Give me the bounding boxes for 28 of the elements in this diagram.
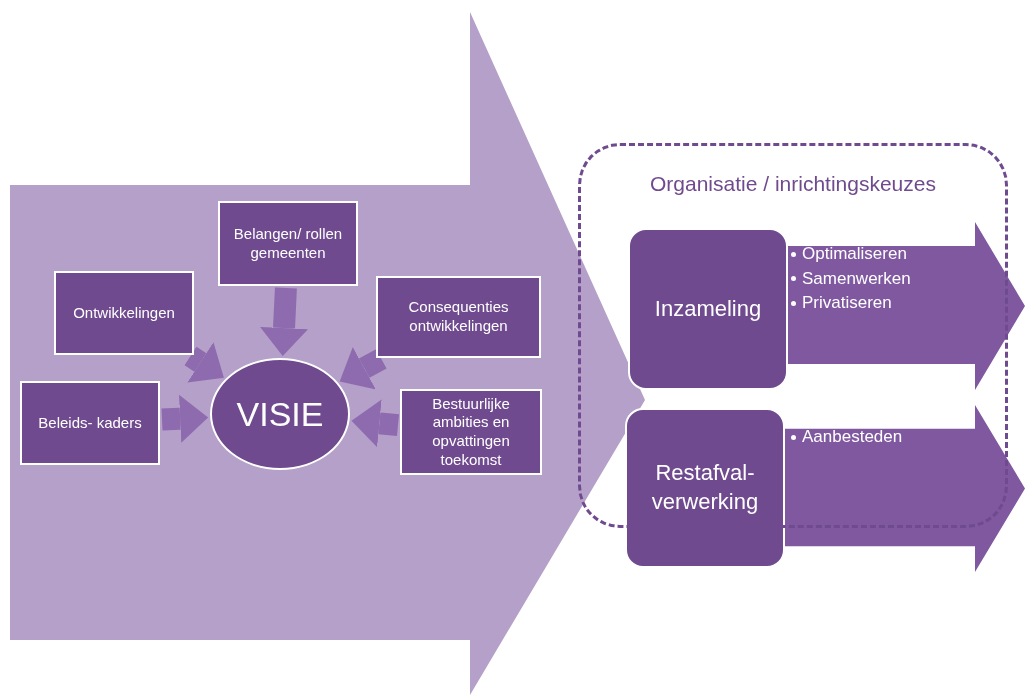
list-item: Samenwerken: [802, 267, 911, 290]
rounded-box: [628, 228, 788, 390]
list-item: Privatiseren: [802, 292, 892, 315]
arrow-shaped-panel: [785, 405, 1025, 572]
process-box: [20, 381, 160, 465]
arrow-shaped-panel: [785, 222, 1025, 390]
box-label: Bestuurlijke ambities en opvattingen toekomst: [431, 394, 511, 470]
process-box: [400, 389, 542, 475]
box-label: Restafval- verwerking: [650, 459, 760, 516]
block-arrow-connector: [351, 399, 400, 448]
block-arrow-connector: [184, 342, 224, 383]
list-item: Optimaliseren: [802, 243, 907, 265]
box-label: Ontwikkelingen: [73, 303, 175, 323]
process-box: [54, 271, 194, 355]
process-box: [376, 276, 541, 358]
block-arrow-connector: [161, 394, 209, 443]
block-arrow-connector: [260, 287, 308, 357]
block-arrow-connector: [339, 347, 387, 390]
box-label: Beleids- kaders: [38, 413, 142, 433]
rounded-box: [625, 408, 785, 568]
box-label: Belangen/ rollen gemeenten: [232, 224, 344, 263]
list-item: Aanbesteden: [802, 426, 903, 448]
ellipse-label: VISIE: [236, 394, 324, 434]
box-label: Consequenties ontwikkelingen: [407, 298, 510, 336]
box-label: Inzameling: [654, 294, 762, 323]
large-arrow-shape: [10, 12, 645, 695]
process-box: [218, 201, 358, 286]
group-title: Organisatie / inrichtingskeuzes: [650, 172, 936, 196]
